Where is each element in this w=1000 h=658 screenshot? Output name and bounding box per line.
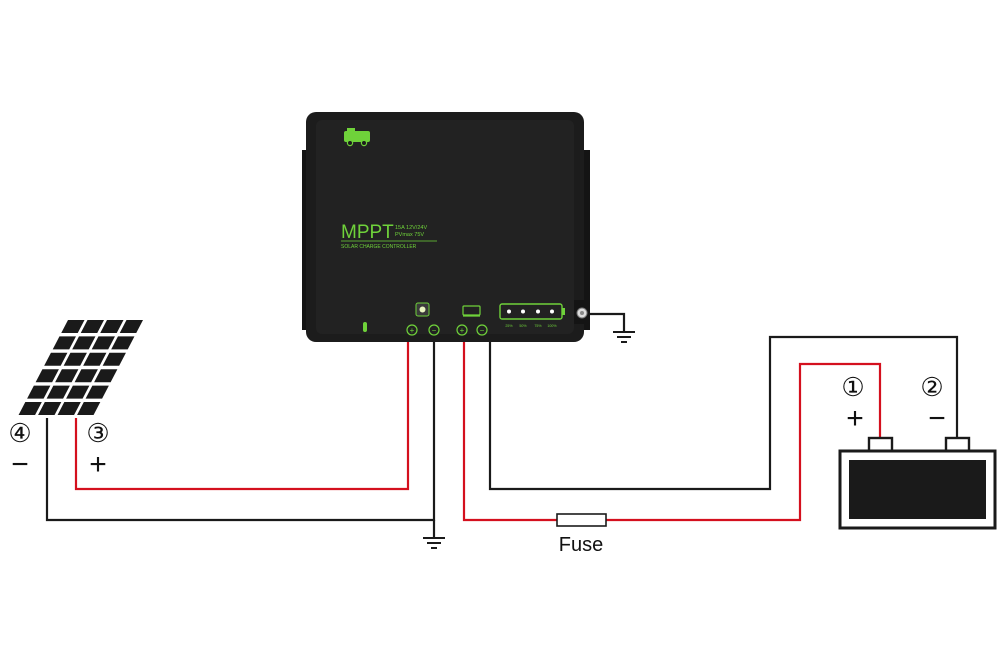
solar-panel bbox=[18, 320, 143, 415]
pv-negative-wire bbox=[45, 341, 436, 522]
solar-cell bbox=[80, 320, 104, 333]
fuse-body bbox=[556, 513, 607, 527]
level-label-1: 25% bbox=[505, 324, 513, 328]
level-label-3: 75% bbox=[534, 324, 542, 328]
battery-negative-sign: − bbox=[928, 402, 946, 435]
pv-negative-sign: − bbox=[432, 326, 437, 335]
solar-cell bbox=[52, 336, 76, 350]
battery-body bbox=[849, 460, 986, 519]
bat-positive-sign: + bbox=[460, 326, 465, 335]
panel-positive-sign: + bbox=[89, 448, 107, 481]
battery-positive-wire-a bbox=[462, 341, 557, 522]
battery-negative-number: ② bbox=[920, 372, 943, 402]
pv-led bbox=[419, 306, 426, 313]
level-label-2: 50% bbox=[519, 324, 527, 328]
battery-positive-wire-b bbox=[606, 362, 882, 522]
controller-face bbox=[316, 120, 574, 334]
level-led-4 bbox=[550, 309, 554, 314]
solar-cell bbox=[91, 336, 115, 350]
solar-cell bbox=[35, 369, 59, 383]
solar-cell bbox=[83, 352, 107, 366]
solar-cell bbox=[111, 336, 135, 350]
wires bbox=[45, 312, 959, 538]
level-led-1 bbox=[507, 309, 511, 314]
solar-cell bbox=[18, 402, 42, 415]
bat-negative-sign: − bbox=[480, 326, 485, 335]
battery-positive-sign: + bbox=[846, 402, 864, 435]
chassis-ground-wire bbox=[587, 312, 626, 332]
battery-level-bar: 25% 50% 75% 100% bbox=[499, 303, 565, 328]
rv-logo-icon bbox=[344, 128, 370, 147]
solar-cell bbox=[27, 385, 51, 399]
battery-labels: ① + ② − bbox=[841, 372, 945, 435]
battery-indicator-icon bbox=[462, 305, 481, 317]
controller-brand: MPPT bbox=[341, 222, 394, 243]
battery-positive-number: ① bbox=[841, 372, 864, 402]
controller-spec-line2: PVmax 75V bbox=[395, 232, 424, 238]
solar-cell bbox=[46, 385, 70, 399]
thermometer-icon bbox=[363, 322, 367, 332]
solar-cell bbox=[57, 402, 81, 415]
level-led-3 bbox=[536, 309, 540, 314]
fuse-label: Fuse bbox=[559, 534, 603, 556]
solar-cell bbox=[55, 369, 79, 383]
bat-negative-terminal bbox=[476, 324, 488, 336]
pv-positive-terminal bbox=[406, 324, 418, 336]
pv-negative-terminal bbox=[428, 324, 440, 336]
ground-symbol-chassis bbox=[613, 331, 635, 343]
solar-cell bbox=[100, 320, 124, 333]
solar-cell bbox=[38, 402, 62, 415]
level-label-4: 100% bbox=[547, 324, 557, 328]
ground-screw-icon bbox=[574, 300, 588, 324]
solar-cell bbox=[119, 320, 143, 333]
panel-positive-number: ③ bbox=[86, 418, 109, 448]
solar-cell bbox=[66, 385, 90, 399]
battery-negative-wire bbox=[488, 335, 959, 491]
ground-symbol-bottom bbox=[423, 537, 445, 549]
level-led-2 bbox=[521, 309, 525, 314]
controller-terminals: + − + − bbox=[406, 324, 488, 336]
solar-cell bbox=[102, 352, 126, 366]
solar-cell bbox=[77, 402, 101, 415]
charge-controller: MPPT 15A 12V/24V PVmax 75V SOLAR CHARGE … bbox=[302, 112, 590, 342]
solar-cell bbox=[61, 320, 85, 333]
controller-spec-line1: 15A 12V/24V bbox=[395, 225, 427, 231]
solar-cell bbox=[72, 336, 96, 350]
solar-cell bbox=[94, 369, 118, 383]
solar-cell bbox=[74, 369, 98, 383]
panel-labels: ④ − ③ + bbox=[8, 418, 109, 481]
bat-positive-terminal bbox=[456, 324, 468, 336]
pv-positive-wire bbox=[74, 341, 410, 491]
controller-subtitle: SOLAR CHARGE CONTROLLER bbox=[341, 244, 417, 250]
solar-cell bbox=[44, 352, 68, 366]
panel-negative-number: ④ bbox=[8, 418, 31, 448]
battery bbox=[838, 436, 997, 530]
pv-positive-sign: + bbox=[410, 326, 415, 335]
panel-negative-sign: − bbox=[11, 448, 29, 481]
fuse: Fuse bbox=[556, 513, 607, 556]
solar-cell bbox=[63, 352, 87, 366]
solar-cell bbox=[85, 385, 109, 399]
